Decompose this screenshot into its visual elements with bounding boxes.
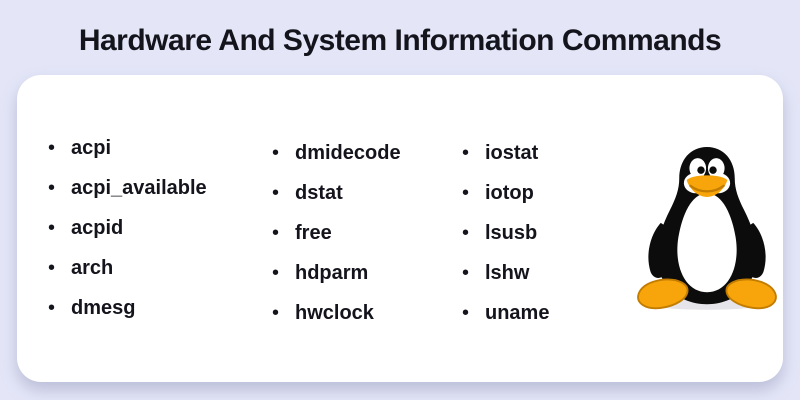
commands-card — [17, 75, 783, 382]
command-label: hwclock — [295, 301, 374, 324]
command-label: lshw — [485, 261, 530, 284]
command-label: acpi_available — [71, 176, 207, 199]
tux-penguin-icon — [633, 137, 781, 317]
command-label: arch — [71, 256, 114, 279]
command-list-column-2: • dmidecode • dstat • free • hdparm • hw… — [272, 133, 401, 333]
list-item: • lshw — [462, 253, 549, 293]
bullet-icon: • — [48, 177, 56, 199]
command-label: acpid — [71, 216, 124, 239]
bullet-icon: • — [48, 137, 56, 159]
bullet-icon: • — [48, 297, 56, 319]
list-item: • iostat — [462, 133, 549, 173]
bullet-icon: • — [272, 262, 280, 284]
bullet-icon: • — [462, 302, 470, 324]
command-label: free — [295, 221, 332, 244]
command-label: iotop — [485, 181, 534, 204]
list-item: • dmesg — [48, 288, 207, 328]
command-label: dstat — [295, 181, 343, 204]
bullet-icon: • — [272, 302, 280, 324]
list-item: • acpi_available — [48, 168, 207, 208]
page-title: Hardware And System Information Commands — [78, 24, 722, 57]
bullet-icon: • — [462, 262, 470, 284]
list-item: • arch — [48, 248, 207, 288]
bullet-icon: • — [462, 222, 470, 244]
bullet-icon: • — [272, 142, 280, 164]
list-item: • hwclock — [272, 293, 401, 333]
bullet-icon: • — [462, 182, 470, 204]
command-label: dmesg — [71, 296, 136, 319]
bullet-icon: • — [48, 257, 56, 279]
bullet-icon: • — [48, 217, 56, 239]
command-list-column-1: • acpi • acpi_available • acpid • arch •… — [48, 128, 207, 328]
bullet-icon: • — [272, 182, 280, 204]
list-item: • dstat — [272, 173, 401, 213]
command-label: lsusb — [485, 221, 538, 244]
list-item: • acpi — [48, 128, 207, 168]
list-item: • acpid — [48, 208, 207, 248]
list-item: • free — [272, 213, 401, 253]
command-label: uname — [485, 301, 550, 324]
command-label: hdparm — [295, 261, 369, 284]
command-list-column-3: • iostat • iotop • lsusb • lshw • uname — [462, 133, 549, 333]
list-item: • iotop — [462, 173, 549, 213]
command-label: dmidecode — [295, 141, 401, 164]
list-item: • uname — [462, 293, 549, 333]
command-label: acpi — [71, 136, 112, 159]
bullet-icon: • — [462, 142, 470, 164]
command-label: iostat — [485, 141, 539, 164]
list-item: • hdparm — [272, 253, 401, 293]
bullet-icon: • — [272, 222, 280, 244]
list-item: • lsusb — [462, 213, 549, 253]
list-item: • dmidecode — [272, 133, 401, 173]
